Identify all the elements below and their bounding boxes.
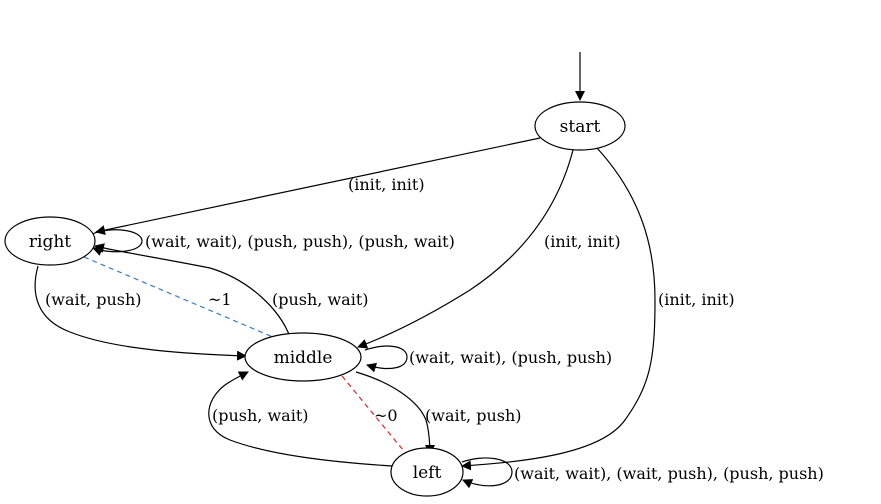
edge-label-right-middle: (wait, push) [45,290,142,309]
edge-start-left [461,147,656,471]
node-start: start [534,101,626,151]
edge-label-middle-right: (push, wait) [272,290,369,309]
edge-left-self [461,457,513,489]
edge-right-self [91,229,143,256]
edge-start-right [95,137,541,236]
edge-label-start-left: (init, init) [658,290,735,309]
edge-label-start-middle: (init, init) [544,232,621,251]
node-middle-label: middle [274,348,333,368]
edge-label-dashed-right-middle: ~1 [208,290,232,309]
edge-middle-right [94,243,291,338]
edge-label-left-middle: (push, wait) [212,406,309,425]
edge-right-middle [34,265,247,361]
node-left-label: left [413,463,442,483]
edge-label-left-self: (wait, wait), (wait, push), (push, push) [514,464,824,483]
node-middle: middle [244,332,362,382]
edge-label-dashed-middle-left: ~0 [374,406,398,425]
edge-label-middle-left: (wait, push) [425,406,522,425]
edge-label-middle-self: (wait, wait), (push, push) [409,348,612,367]
edge-left-middle [208,371,393,467]
node-right-label: right [29,232,71,252]
edge-start-middle [357,149,574,349]
edge-label-right-self: (wait, wait), (push, push), (push, wait) [145,232,455,251]
node-start-label: start [560,117,601,137]
node-left: left [390,447,464,497]
edge-label-start-right: (init, init) [348,175,425,194]
node-right: right [4,216,96,266]
edge-middle-left [355,371,435,455]
edge-middle-self [364,345,408,373]
